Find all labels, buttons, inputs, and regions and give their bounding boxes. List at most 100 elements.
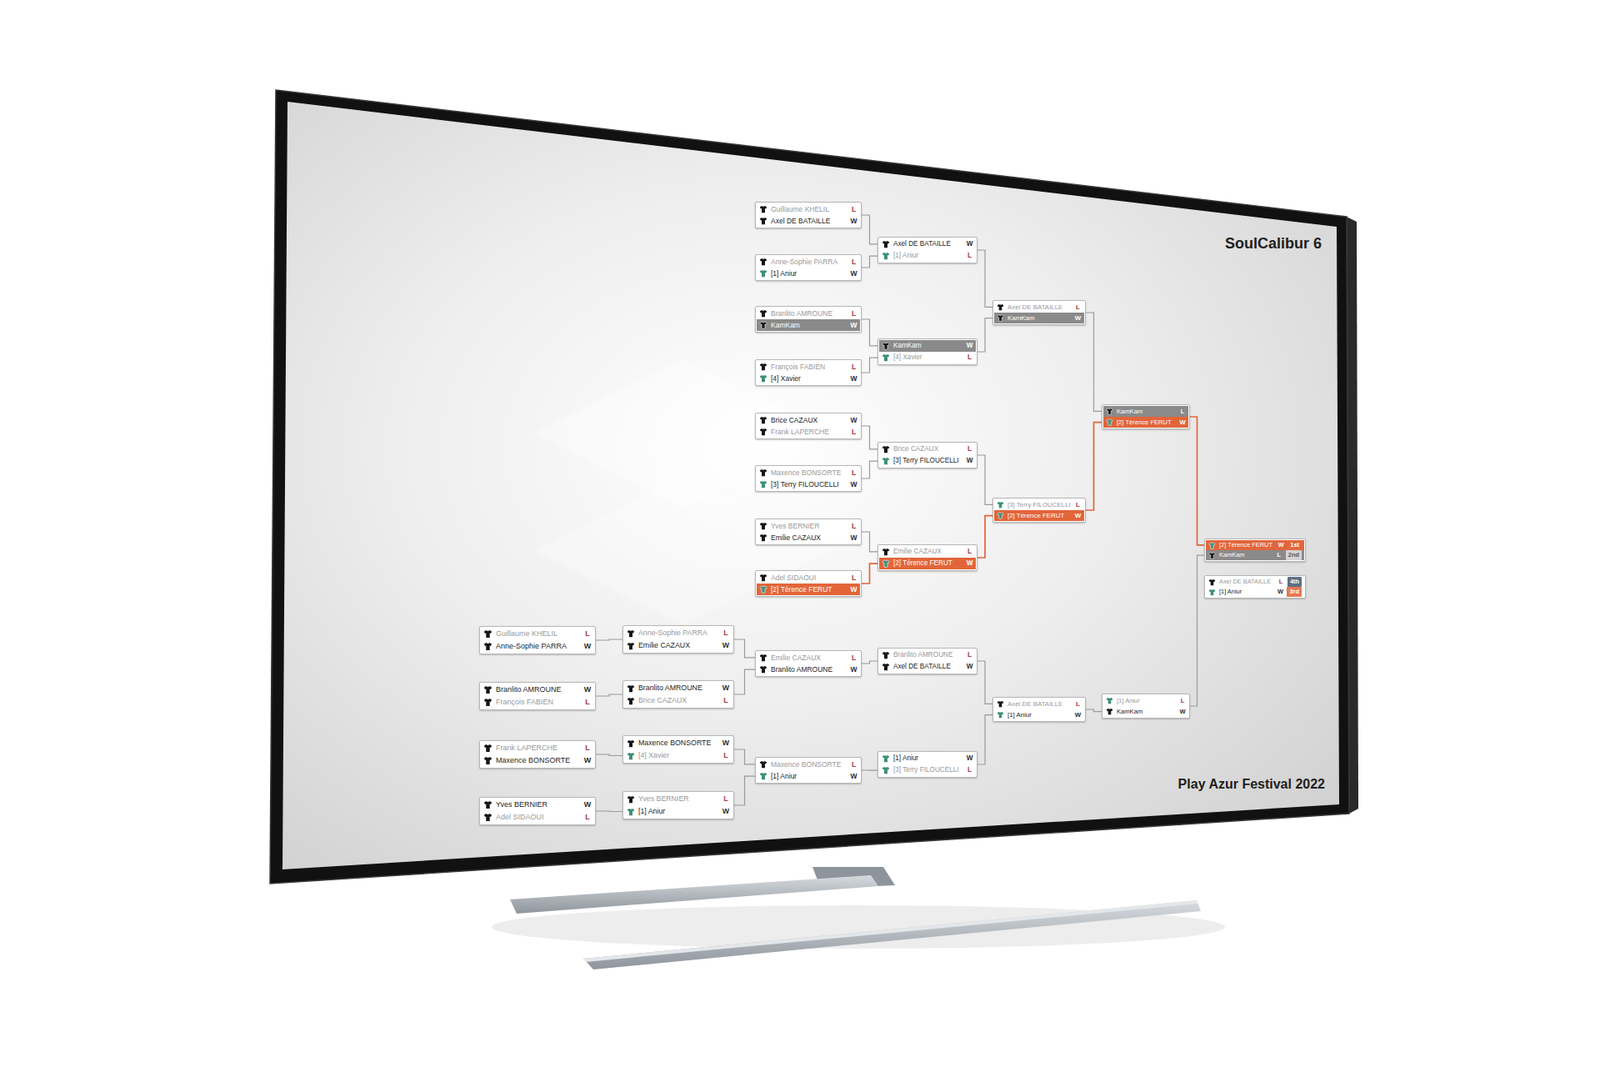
player-name: Anne-Sophie PARRA xyxy=(638,626,719,640)
player-name: [2] Térence FERUT xyxy=(893,557,963,570)
match-box: Axel DE BATAILLEW[1] AniurL xyxy=(877,236,978,264)
shirt-icon xyxy=(996,511,1005,520)
player-name: Brice CAZAUX xyxy=(638,694,719,707)
match-result: L xyxy=(965,764,974,776)
player-row: KamKamW xyxy=(1103,705,1189,717)
match-result: L xyxy=(721,792,730,805)
match-result: L xyxy=(850,520,858,532)
match-box: Emilie CAZAUXLBranlito AMROUNEW xyxy=(755,650,862,677)
shirt-icon xyxy=(759,665,768,674)
player-row: Branlito AMROUNEW xyxy=(624,681,733,695)
shirt-shape xyxy=(627,642,635,650)
match-box: Axel DE BATAILLEL4th[1] AniurW3rd xyxy=(1204,575,1306,599)
bracket-connector xyxy=(861,660,878,664)
match-box: Guillaume KHELILLAnne-Sophie PARRAW xyxy=(479,625,596,655)
shirt-shape xyxy=(484,630,492,638)
player-name: Branlito AMROUNE xyxy=(770,663,847,675)
match-box: Yves BERNIERWAdel SIDAOUIL xyxy=(479,796,596,825)
player-row: [1] AniurL xyxy=(879,250,976,262)
player-name: Axel DE BATAILLE xyxy=(1007,698,1071,710)
shirt-shape xyxy=(882,342,890,350)
match-box: Maxence BONSORTEL[3] Terry FILOUCELLIW xyxy=(755,465,862,492)
shirt-shape xyxy=(997,700,1005,707)
shirt-shape xyxy=(484,642,492,650)
shirt-icon xyxy=(759,771,768,780)
match-result: W xyxy=(850,478,858,490)
shirt-shape xyxy=(760,760,767,768)
placement: 1st xyxy=(1287,540,1302,550)
shirt-shape xyxy=(882,445,890,453)
player-row: Branlito AMROUNEW xyxy=(756,663,860,675)
match-result: W xyxy=(965,238,974,250)
player-name: [1] Aniur xyxy=(1116,695,1176,706)
player-row: Axel DE BATAILLEW xyxy=(879,238,976,250)
shirt-shape xyxy=(760,217,767,225)
shirt-shape xyxy=(760,258,767,265)
match-result: L xyxy=(850,571,858,584)
shirt-icon xyxy=(759,760,768,769)
player-name: [4] Xavier xyxy=(638,749,719,762)
player-name: Branlito AMROUNE xyxy=(770,307,847,320)
shirt-shape xyxy=(882,651,890,659)
shirt-icon xyxy=(881,559,890,568)
shirt-shape xyxy=(1209,551,1216,558)
player-name: Maxence BONSORTE xyxy=(495,754,580,767)
match-result: W xyxy=(850,531,858,544)
match-result: W xyxy=(965,455,974,467)
match-result: W xyxy=(850,215,858,227)
player-row: Brice CAZAUXL xyxy=(624,694,733,707)
player-name: Yves BERNIER xyxy=(495,798,580,811)
player-name: Adel SIDAOUI xyxy=(770,571,847,584)
match-box: Adel SIDAOUIL[2] Térence FERUTW xyxy=(755,570,862,597)
bracket-connector xyxy=(977,715,993,765)
shirt-icon xyxy=(1105,696,1114,705)
player-row: [3] Terry FILOUCELLIL xyxy=(879,764,976,776)
bracket-connector xyxy=(861,531,878,552)
match-result: L xyxy=(850,255,858,268)
player-row: Maxence BONSORTEL xyxy=(756,466,860,479)
shirt-icon xyxy=(626,629,635,638)
shirt-icon xyxy=(483,755,493,765)
match-result: W xyxy=(850,267,858,280)
bracket-connector xyxy=(861,215,878,245)
player-row: [4] XavierL xyxy=(879,351,976,364)
match-result: W xyxy=(850,770,858,782)
bracket-connector xyxy=(1085,422,1102,510)
player-name: Emilie CAZAUX xyxy=(893,545,963,558)
player-row: François FABIENL xyxy=(480,695,595,709)
player-name: Guillaume KHELIL xyxy=(770,203,847,215)
player-row: [1] AniurW xyxy=(756,770,860,782)
player-name: [1] Aniur xyxy=(1219,586,1274,597)
player-row: [3] Terry FILOUCELLIL xyxy=(994,499,1085,510)
match-result: L xyxy=(965,443,974,455)
match-result: L xyxy=(583,695,592,709)
match-result: L xyxy=(1074,698,1082,710)
player-row: KamKamW xyxy=(994,312,1085,324)
tv-screen xyxy=(282,101,1340,870)
player-row: [1] AniurW xyxy=(756,267,860,280)
bracket-connector xyxy=(595,754,623,755)
shirt-shape xyxy=(997,315,1005,321)
shirt-shape xyxy=(1209,541,1216,548)
diagram-caption: Play Azur Festival 2022 xyxy=(1178,776,1325,792)
player-row: [1] AniurW xyxy=(879,752,976,765)
shirt-icon xyxy=(626,795,635,804)
player-name: KamKam xyxy=(770,319,847,331)
player-row: Maxence BONSORTEW xyxy=(480,754,595,767)
match-result: W xyxy=(1074,510,1082,521)
player-row: [2] Térence FERUTW xyxy=(1103,416,1189,428)
match-result: W xyxy=(1074,312,1082,324)
player-name: Axel DE BATAILLE xyxy=(770,215,847,227)
match-result: L xyxy=(1277,576,1285,587)
player-name: Adel SIDAOUI xyxy=(495,810,580,824)
bracket-connector xyxy=(1085,709,1102,712)
shirt-shape xyxy=(627,740,635,747)
shirt-icon xyxy=(1105,707,1114,715)
player-name: Frank LAPERCHE xyxy=(495,741,580,755)
shirt-icon xyxy=(759,205,768,214)
match-result: W xyxy=(965,340,974,352)
watermark-shape xyxy=(533,475,834,625)
match-box: Brice CAZAUXWFrank LAPERCHEL xyxy=(755,412,862,440)
shirt-icon xyxy=(881,240,890,249)
bracket-connector xyxy=(861,563,878,584)
